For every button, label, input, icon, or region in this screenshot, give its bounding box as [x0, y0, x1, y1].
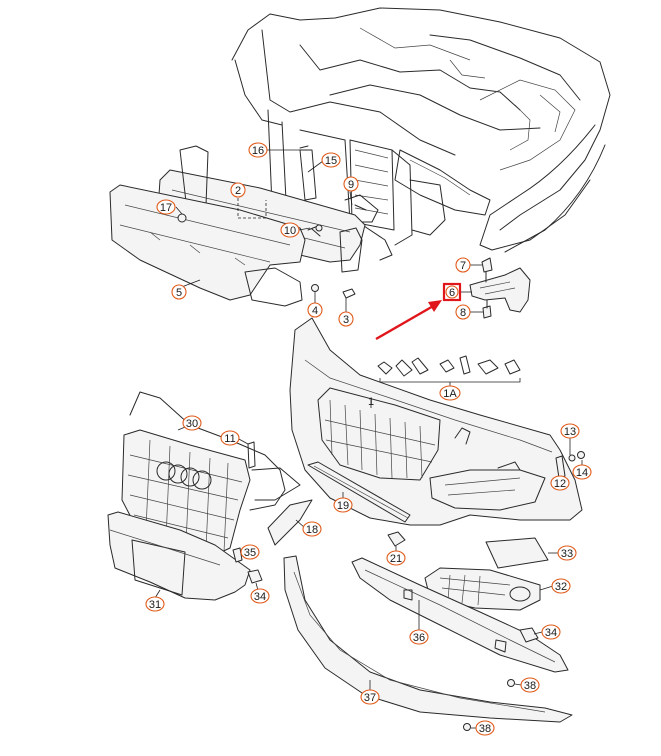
callout-5[interactable]: 5 — [171, 284, 187, 300]
callout-5-label: 5 — [176, 287, 182, 299]
side-fasteners — [555, 451, 585, 479]
clip-34-right — [519, 627, 539, 643]
callout-33-label: 33 — [561, 548, 573, 560]
callout-36-label: 36 — [413, 632, 425, 644]
callout-2-label: 2 — [235, 185, 241, 197]
screw-35 — [232, 547, 243, 563]
callout-13[interactable]: 13 — [560, 423, 580, 439]
callout-12-label: 12 — [554, 478, 566, 490]
callout-14[interactable]: 14 — [572, 464, 592, 480]
callout-33[interactable]: 33 — [557, 545, 577, 561]
callout-12[interactable]: 12 — [550, 475, 570, 491]
callout-10-label: 10 — [284, 225, 296, 237]
callout-9-label: 9 — [348, 179, 354, 191]
callout-19-label: 19 — [337, 500, 349, 512]
callout-16-label: 16 — [252, 145, 264, 157]
callout-2[interactable]: 2 — [230, 182, 246, 198]
part-21 — [387, 531, 406, 547]
callout-1-cover[interactable]: 1 — [365, 395, 377, 408]
callout-38-upper-label: 38 — [524, 680, 536, 692]
callout-37-label: 37 — [364, 692, 376, 704]
clip-34-left — [247, 569, 263, 584]
callout-17[interactable]: 17 — [156, 199, 176, 215]
callout-1a-label: 1A — [443, 388, 457, 400]
callout-37[interactable]: 37 — [360, 689, 380, 705]
callout-38-lower-label: 38 — [479, 723, 491, 735]
callout-38-upper[interactable]: 38 — [520, 677, 540, 693]
red-pointer-arrow — [375, 300, 442, 341]
callout-31-label: 31 — [149, 599, 161, 611]
callout-18-label: 18 — [306, 524, 318, 536]
callout-15-label: 15 — [325, 155, 337, 167]
callout-30[interactable]: 30 — [182, 415, 202, 431]
callout-14-label: 14 — [576, 467, 588, 479]
front-body-structure — [231, 7, 611, 261]
callout-36[interactable]: 36 — [409, 629, 429, 645]
callout-10[interactable]: 10 — [280, 222, 300, 238]
callout-35-label: 35 — [244, 547, 256, 559]
callout-6-label: 6 — [449, 287, 455, 299]
callout-7-label: 7 — [460, 260, 466, 272]
callout-21[interactable]: 21 — [386, 550, 406, 566]
bumper-carrier-and-absorber — [109, 145, 366, 307]
license-plate-holder — [107, 511, 251, 601]
callout-32-label: 32 — [555, 581, 567, 593]
callout-18[interactable]: 18 — [302, 521, 322, 537]
callout-31[interactable]: 31 — [145, 596, 165, 612]
callout-13-label: 13 — [564, 426, 576, 438]
callout-1-cover-label: 1 — [368, 396, 374, 408]
callout-3[interactable]: 3 — [338, 311, 354, 327]
callout-3-label: 3 — [343, 314, 349, 326]
callout-38-lower[interactable]: 38 — [475, 720, 495, 736]
upper-fasteners — [177, 145, 367, 299]
part-33 — [485, 537, 549, 569]
lower-lip-37 — [283, 555, 573, 723]
callout-8[interactable]: 8 — [455, 304, 471, 320]
callout-35[interactable]: 35 — [240, 544, 260, 560]
callout-1a[interactable]: 1A — [439, 385, 461, 401]
lower-spoiler-36 — [351, 557, 569, 673]
callout-9[interactable]: 9 — [343, 176, 359, 192]
side-guide-bracket — [469, 257, 531, 319]
callout-34-right[interactable]: 34 — [541, 624, 561, 640]
callout-16[interactable]: 16 — [248, 142, 268, 158]
screw-38-upper — [507, 679, 515, 687]
callout-4-label: 4 — [312, 305, 318, 317]
callout-11-label: 11 — [224, 433, 235, 445]
callout-34-left-label: 34 — [254, 591, 266, 603]
callout-21-label: 21 — [390, 553, 402, 565]
callout-4[interactable]: 4 — [307, 302, 323, 318]
callout-34-right-label: 34 — [545, 627, 557, 639]
bumper-cover — [289, 317, 583, 526]
callout-32[interactable]: 32 — [551, 578, 571, 594]
callout-8-label: 8 — [460, 307, 466, 319]
callout-19[interactable]: 19 — [333, 497, 353, 513]
callout-30-label: 30 — [186, 418, 198, 430]
callout-34-left[interactable]: 34 — [250, 588, 270, 604]
clip-kit — [377, 355, 521, 386]
callout-15[interactable]: 15 — [321, 152, 341, 168]
part-18 — [267, 499, 313, 546]
leader-lines — [154, 149, 583, 729]
callout-17-label: 17 — [160, 202, 172, 214]
callout-11[interactable]: 11 — [220, 430, 240, 446]
screw-38-lower — [463, 723, 471, 731]
callout-7[interactable]: 7 — [455, 257, 471, 273]
callout-6[interactable]: 6 — [445, 285, 459, 299]
